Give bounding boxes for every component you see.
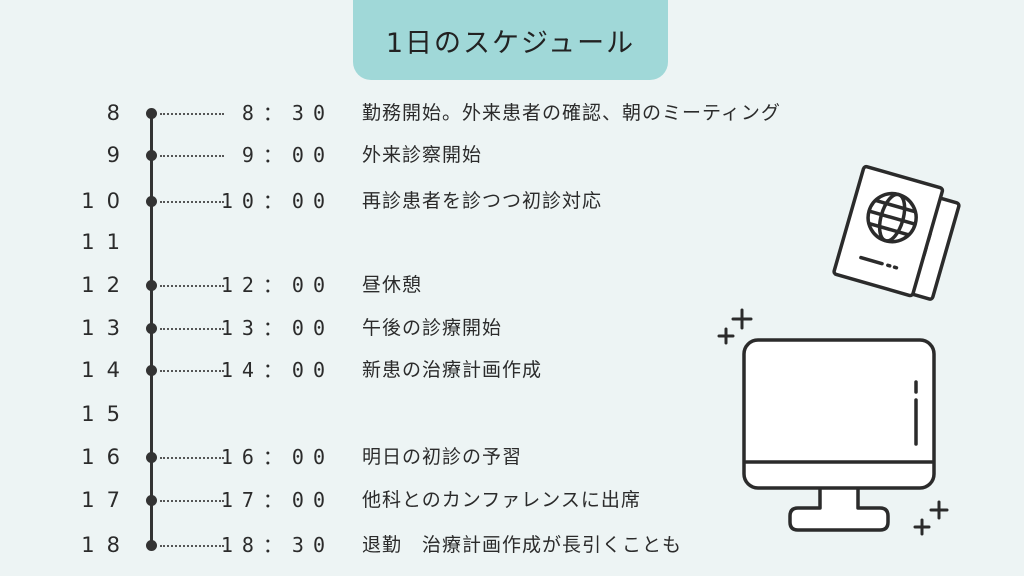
activity-text: 勤務開始。外来患者の確認、朝のミーティング bbox=[362, 102, 781, 124]
dotted-leader bbox=[160, 113, 224, 115]
dotted-leader bbox=[160, 155, 224, 157]
dotted-leader bbox=[160, 201, 224, 203]
activity-text: 退勤 治療計画作成が長引くことも bbox=[362, 534, 683, 556]
schedule-row: 9 9：00 外来診察開始 bbox=[0, 140, 1024, 170]
timeline-dot bbox=[146, 495, 157, 506]
schedule-row: 16 16：00 明日の初診の予習 bbox=[0, 442, 1024, 472]
time-label: 13：00 bbox=[220, 316, 334, 340]
passport-icon bbox=[832, 164, 961, 301]
dotted-leader bbox=[160, 370, 224, 372]
dotted-leader bbox=[160, 545, 224, 547]
hour-label: 11 bbox=[81, 230, 132, 254]
dotted-leader bbox=[160, 457, 224, 459]
hour-label: 13 bbox=[81, 316, 132, 340]
time-label: 18：30 bbox=[220, 533, 334, 557]
time-label: 10：00 bbox=[220, 189, 334, 213]
timeline-dot bbox=[146, 196, 157, 207]
sparkle-icon bbox=[717, 308, 753, 345]
activity-text: 昼休憩 bbox=[362, 274, 423, 296]
time-label: 12：00 bbox=[220, 273, 334, 297]
timeline-dot bbox=[146, 150, 157, 161]
activity-text: 午後の診療開始 bbox=[362, 317, 503, 339]
time-label: 16：00 bbox=[220, 445, 334, 469]
schedule-row: 13 13：00 午後の診療開始 bbox=[0, 313, 1024, 343]
time-label: 14：00 bbox=[220, 358, 334, 382]
activity-text: 明日の初診の予習 bbox=[362, 446, 523, 468]
sparkle-icon bbox=[913, 500, 949, 536]
timeline-dot bbox=[146, 280, 157, 291]
time-label: 8：30 bbox=[241, 101, 334, 125]
timeline-dot bbox=[146, 452, 157, 463]
hour-label: 8 bbox=[106, 101, 132, 125]
time-label: 17：00 bbox=[220, 488, 334, 512]
timeline-dot bbox=[146, 323, 157, 334]
schedule-row: 15 bbox=[0, 399, 1024, 429]
schedule-row: 14 14：00 新患の治療計画作成 bbox=[0, 355, 1024, 385]
hour-label: 15 bbox=[81, 402, 132, 426]
hour-label: 10 bbox=[81, 189, 132, 213]
monitor-icon bbox=[742, 338, 936, 532]
schedule-title: 1日のスケジュール bbox=[353, 0, 668, 80]
activity-text: 再診患者を診つつ初診対応 bbox=[362, 190, 603, 212]
dotted-leader bbox=[160, 328, 224, 330]
hour-label: 17 bbox=[81, 488, 132, 512]
timeline-dot bbox=[146, 540, 157, 551]
hour-label: 9 bbox=[106, 143, 132, 167]
activity-text: 外来診察開始 bbox=[362, 144, 483, 166]
hour-label: 14 bbox=[81, 358, 132, 382]
schedule-row: 12 12：00 昼休憩 bbox=[0, 270, 1024, 300]
activity-text: 新患の治療計画作成 bbox=[362, 359, 543, 381]
timeline-dot bbox=[146, 365, 157, 376]
schedule-row: 17 17：00 他科とのカンファレンスに出席 bbox=[0, 485, 1024, 515]
schedule-row: 11 bbox=[0, 227, 1024, 257]
schedule-row: 18 18：30 退勤 治療計画作成が長引くことも bbox=[0, 530, 1024, 560]
dotted-leader bbox=[160, 285, 224, 287]
timeline-dot bbox=[146, 108, 157, 119]
dotted-leader bbox=[160, 500, 224, 502]
schedule-row: 8 8：30 勤務開始。外来患者の確認、朝のミーティング bbox=[0, 98, 1024, 128]
time-label: 9：00 bbox=[241, 143, 334, 167]
hour-label: 12 bbox=[81, 273, 132, 297]
activity-text: 他科とのカンファレンスに出席 bbox=[362, 489, 641, 511]
schedule-row: 10 10：00 再診患者を診つつ初診対応 bbox=[0, 186, 1024, 216]
hour-label: 16 bbox=[81, 445, 132, 469]
hour-label: 18 bbox=[81, 533, 132, 557]
